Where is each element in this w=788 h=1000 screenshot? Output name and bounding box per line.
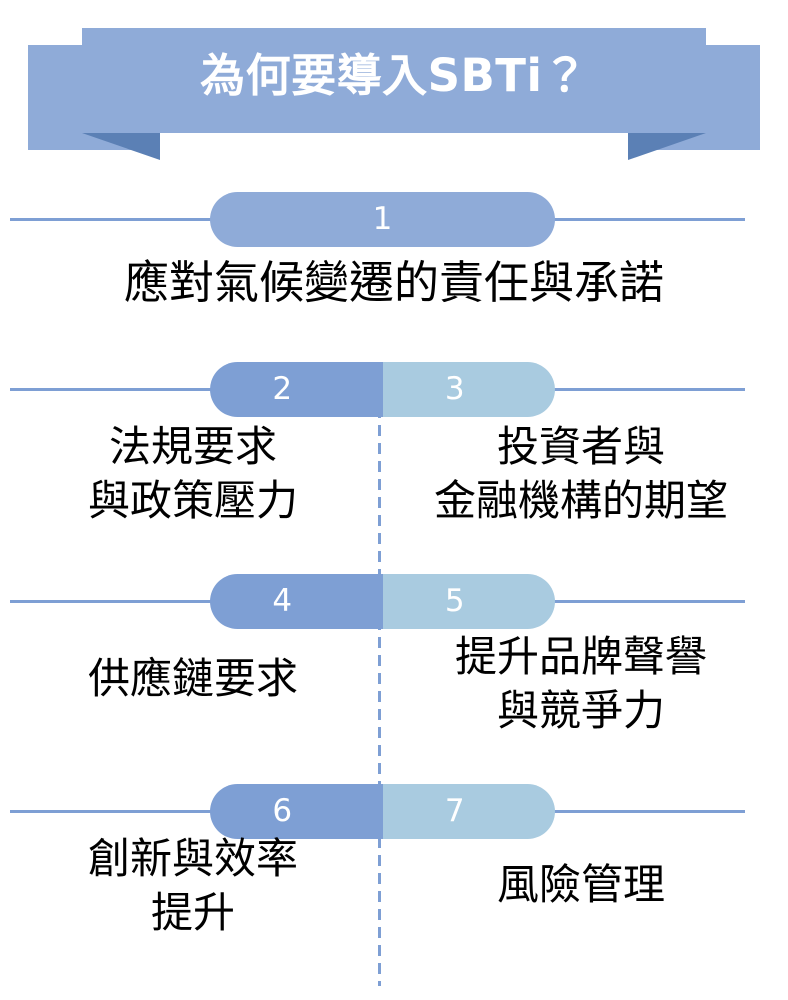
step-number-2: 2 <box>272 371 293 407</box>
pill-segment-4[interactable]: 4 <box>210 574 383 629</box>
caption-1: 應對氣候變遷的責任與承諾 <box>0 254 788 312</box>
caption-3-line-2: 金融機構的期望 <box>433 475 728 525</box>
step-number-6: 6 <box>272 793 293 829</box>
caption-1-line-1: 應對氣候變遷的責任與承諾 <box>123 256 664 309</box>
rail-right-4 <box>550 810 745 813</box>
column-divider-2 <box>378 392 381 584</box>
pill-segment-1[interactable]: 1 <box>210 192 555 247</box>
column-divider-4 <box>378 814 381 986</box>
ribbon-shape <box>28 28 760 160</box>
caption-4: 供應鏈要求 <box>18 652 368 706</box>
caption-5: 提升品牌聲譽 與競爭力 <box>392 630 770 738</box>
rail-right-1 <box>550 218 745 221</box>
number-pill-2[interactable]: 2 3 <box>210 362 555 417</box>
caption-4-line-1: 供應鏈要求 <box>87 654 298 703</box>
step-number-5: 5 <box>444 583 465 619</box>
number-pill-3[interactable]: 4 5 <box>210 574 555 629</box>
caption-5-line-2: 與競爭力 <box>496 685 665 735</box>
pill-segment-3[interactable]: 3 <box>382 362 555 417</box>
step-number-4: 4 <box>272 583 293 619</box>
ribbon-main-band <box>82 28 706 133</box>
column-divider-3 <box>378 604 381 796</box>
caption-5-line-1: 提升品牌聲譽 <box>454 632 707 681</box>
caption-7: 風險管理 <box>392 858 770 912</box>
banner-header: 為何要導入SBTi？ <box>0 0 788 172</box>
rail-left-1 <box>10 218 215 221</box>
rail-left-4 <box>10 810 215 813</box>
caption-3: 投資者與 金融機構的期望 <box>392 420 770 528</box>
ribbon-left-fold <box>82 133 160 160</box>
rail-right-3 <box>550 600 745 603</box>
number-pill-1[interactable]: 1 <box>210 192 555 247</box>
caption-7-line-1: 風險管理 <box>496 860 665 909</box>
rail-left-3 <box>10 600 215 603</box>
caption-2: 法規要求 與政策壓力 <box>18 420 368 528</box>
rail-left-2 <box>10 388 215 391</box>
rail-right-2 <box>550 388 745 391</box>
step-number-3: 3 <box>444 371 465 407</box>
step-number-1: 1 <box>372 201 393 237</box>
pill-segment-2[interactable]: 2 <box>210 362 383 417</box>
pill-segment-6[interactable]: 6 <box>210 784 383 839</box>
ribbon-right-fold <box>628 133 706 160</box>
number-pill-4[interactable]: 6 7 <box>210 784 555 839</box>
caption-3-line-1: 投資者與 <box>496 422 665 471</box>
caption-2-line-1: 法規要求 <box>108 422 277 471</box>
pill-segment-5[interactable]: 5 <box>382 574 555 629</box>
caption-6-line-1: 創新與效率 <box>87 834 298 883</box>
pill-segment-7[interactable]: 7 <box>382 784 555 839</box>
caption-6: 創新與效率 提升 <box>18 832 368 940</box>
step-number-7: 7 <box>444 793 465 829</box>
caption-2-line-2: 與政策壓力 <box>87 475 298 525</box>
caption-6-line-2: 提升 <box>150 887 235 937</box>
